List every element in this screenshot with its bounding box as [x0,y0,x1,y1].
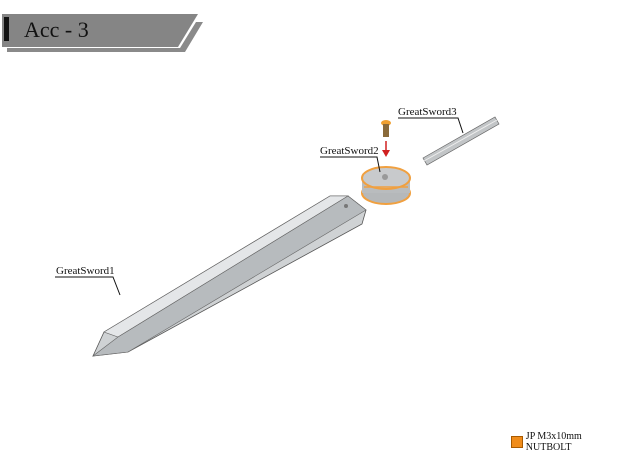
label-greatsword2: GreatSword2 [320,145,379,157]
greatsword3-rod [422,116,500,166]
legend-swatch [511,436,523,448]
label-greatsword1: GreatSword1 [56,265,115,277]
greatsword1-blade [91,195,367,357]
legend: JP M3x10mm NUTBOLT [511,431,628,453]
page-title: Acc - 3 [24,17,89,42]
title-banner [2,14,203,52]
greatsword2-guard [361,166,411,205]
legend-label: JP M3x10mm NUTBOLT [525,431,582,453]
label-greatsword3: GreatSword3 [398,106,457,118]
nutbolt [381,120,391,157]
leader-lines [55,117,464,296]
